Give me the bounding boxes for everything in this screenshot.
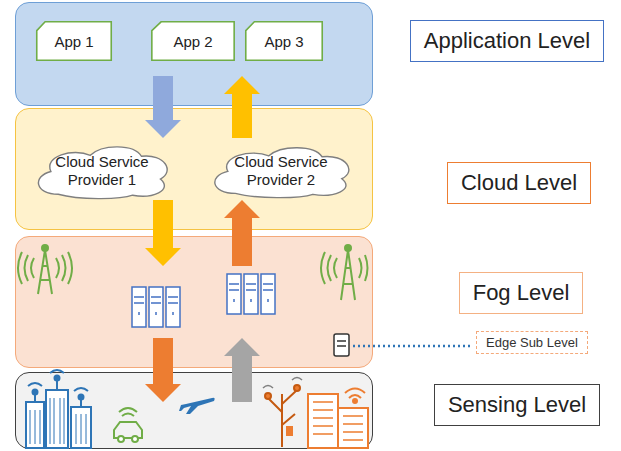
level-label: Fog Level	[459, 272, 584, 314]
flow-arrow	[145, 338, 181, 402]
building-icon	[345, 389, 365, 399]
provider-name: Cloud Service Provider 1	[49, 153, 154, 188]
app-name: App 3	[264, 33, 303, 50]
server-icon	[227, 274, 241, 314]
city-icon	[71, 407, 91, 448]
app-box: App 1	[36, 21, 112, 61]
flow-arrow	[145, 76, 181, 138]
city-icon	[33, 390, 38, 395]
car-icon	[114, 408, 142, 442]
app-outline	[246, 22, 322, 60]
tree-sensor-icon	[286, 426, 293, 436]
building-icon	[308, 394, 338, 448]
app-outline	[152, 22, 234, 60]
server-icon	[134, 297, 178, 303]
level-band: Fog Level	[15, 236, 373, 368]
car-icon	[118, 436, 124, 442]
car-icon	[119, 408, 137, 416]
server-icon	[139, 312, 173, 315]
server-icon	[132, 287, 180, 327]
tree-sensor-icon	[263, 378, 302, 448]
app-box: App 3	[245, 21, 323, 61]
app-box: App 2	[151, 21, 235, 61]
edge-server-icon	[334, 334, 349, 356]
city-icon	[35, 380, 81, 407]
antenna-icon	[42, 245, 48, 251]
city-icon	[26, 370, 91, 448]
server-icon	[166, 287, 180, 327]
level-label: Sensing Level	[434, 384, 600, 426]
server-icon	[234, 299, 268, 302]
flow-arrow	[224, 76, 260, 138]
cloud-outline	[38, 147, 167, 199]
app-name: App 1	[54, 33, 93, 50]
antenna-icon	[56, 252, 72, 284]
plane-icon	[179, 398, 215, 414]
server-icon	[132, 287, 146, 327]
antenna-icon	[18, 252, 34, 284]
level-band: Sensing Level	[15, 372, 373, 449]
provider-name: Cloud Service Provider 2	[226, 153, 335, 188]
city-icon	[55, 376, 60, 381]
plane-icon	[179, 398, 215, 414]
building-icon	[313, 402, 363, 440]
sublevel-box: Edge Sub Level	[476, 331, 588, 354]
city-icon	[28, 370, 88, 391]
building-icon	[353, 399, 357, 403]
antenna-icon	[359, 255, 368, 281]
cloud-shape: Cloud Service Provider 1	[29, 142, 175, 199]
antenna-icon	[341, 250, 355, 300]
sublevel-label: Edge Sub Level	[486, 335, 578, 350]
tree-sensor-icon	[263, 378, 302, 389]
level-label: Application Level	[410, 20, 604, 62]
city-icon	[30, 398, 86, 444]
city-icon	[46, 390, 68, 448]
antenna-icon	[345, 245, 351, 251]
edge-server-icon	[337, 341, 346, 346]
app-outline	[37, 22, 111, 60]
flow-arrow	[224, 200, 260, 266]
app-name: App 2	[173, 33, 212, 50]
flow-arrow	[145, 200, 181, 266]
server-icon	[261, 274, 275, 314]
antenna-icon	[321, 245, 368, 300]
level-label: Cloud Level	[447, 162, 591, 204]
server-icon	[244, 274, 258, 314]
antenna-icon	[18, 245, 72, 294]
tree-sensor-icon	[268, 390, 297, 447]
car-icon	[132, 436, 138, 442]
antenna-icon	[38, 250, 52, 294]
building-icon	[338, 408, 368, 448]
city-icon	[79, 395, 84, 400]
flow-arrow	[224, 338, 260, 402]
car-icon	[114, 422, 142, 438]
tree-sensor-icon	[265, 393, 271, 399]
antenna-icon	[321, 252, 337, 284]
edge-leader-line	[353, 345, 471, 348]
city-icon	[26, 402, 44, 448]
level-band: Cloud Service Provider 1 Cloud Service Pr…	[15, 108, 373, 230]
server-icon	[149, 287, 163, 327]
cloud-shape: Cloud Service Provider 2	[205, 143, 357, 198]
level-band: App 1App 2App 3Application Level	[15, 2, 373, 106]
cloud-outline	[215, 148, 349, 198]
server-icon	[229, 284, 273, 290]
tree-sensor-icon	[294, 385, 300, 391]
edge-server-icon	[334, 334, 349, 356]
building-icon	[308, 389, 368, 449]
server-icon	[227, 274, 275, 314]
